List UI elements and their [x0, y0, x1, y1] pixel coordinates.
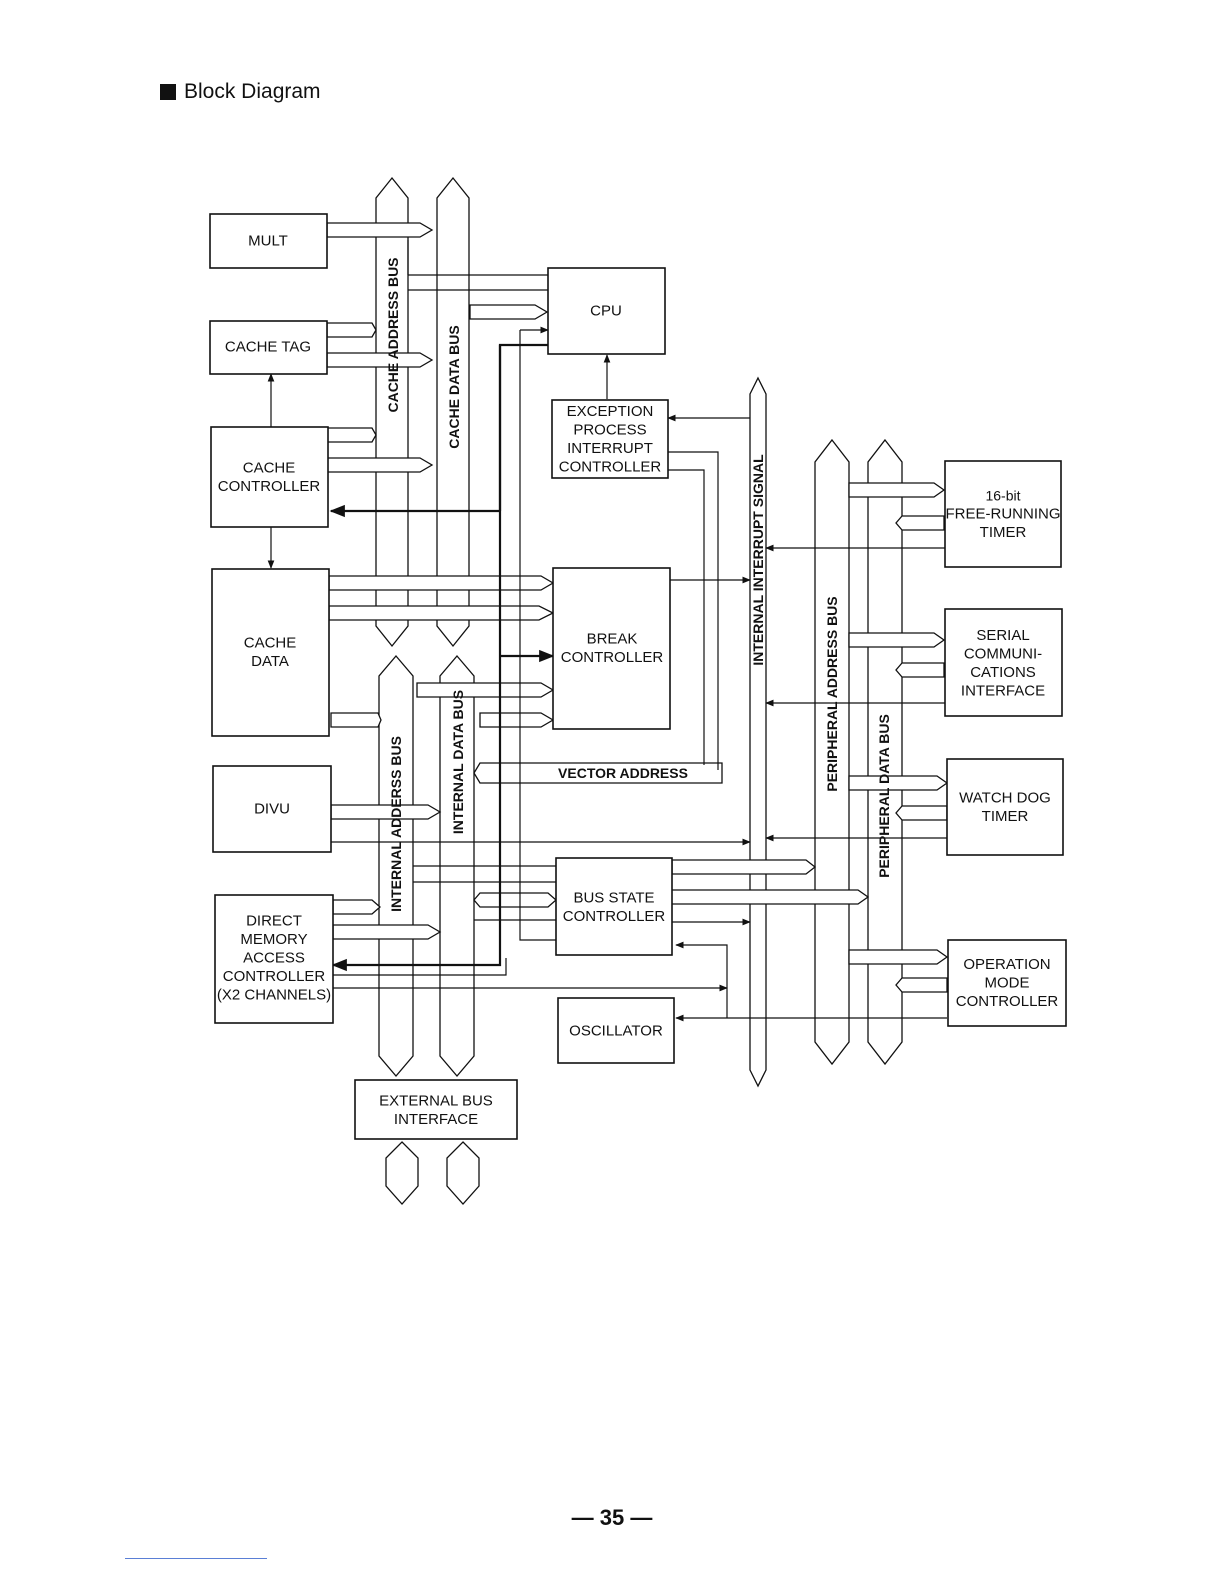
cache-controller-label-line: CONTROLLER — [218, 478, 321, 495]
opmode-label-line: MODE — [985, 975, 1030, 992]
signal-lines — [267, 240, 947, 1022]
break-ctrl-label-line: BREAK — [587, 630, 638, 647]
control-lines — [329, 326, 556, 972]
peripheral-address-bus — [814, 438, 850, 1066]
sci-label-line: INTERFACE — [961, 682, 1045, 699]
peripheral-data-bus — [867, 438, 903, 1066]
dmac-label-line: CONTROLLER — [223, 968, 326, 985]
oscillator-label-line: OSCILLATOR — [569, 1023, 663, 1040]
bus-state-controller-block: BUS STATE CONTROLLER — [555, 857, 673, 956]
internal-address-bus — [378, 654, 414, 1078]
page-number: — 35 — — [571, 1505, 653, 1530]
sci-label-line: COMMUNI- — [964, 645, 1042, 662]
cache-tag-label-line: CACHE TAG — [225, 339, 311, 356]
divu-block: DIVU — [212, 765, 332, 853]
vector-address-label: VECTOR ADDRESS — [558, 765, 688, 781]
cache-data-label-line: CACHE — [244, 634, 297, 651]
section-heading: Block Diagram — [160, 80, 321, 104]
wdt-label-line: TIMER — [982, 808, 1029, 825]
footer-rule — [125, 1558, 267, 1559]
internal-interrupt-signal-label: INTERNAL INTERRUPT SIGNAL — [750, 454, 766, 666]
bus-state-label-line: CONTROLLER — [563, 908, 666, 925]
frt-label-line: 16-bit — [985, 488, 1020, 504]
external-bus-label-line: EXTERNAL BUS — [379, 1092, 493, 1109]
external-address-port — [385, 1141, 419, 1205]
exception-label-line: EXCEPTION — [567, 403, 654, 420]
sci-label-line: CATIONS — [970, 664, 1036, 681]
black-square-icon — [160, 84, 176, 100]
cache-data-label-line: DATA — [251, 653, 289, 670]
watch-dog-timer-block: WATCH DOG TIMER — [946, 758, 1064, 856]
break-ctrl-label-line: CONTROLLER — [561, 649, 664, 666]
external-bus-label-line: INTERFACE — [394, 1111, 478, 1128]
sci-label-line: SERIAL — [976, 627, 1029, 644]
dmac-label-line: DIRECT — [246, 913, 302, 930]
internal-address-bus-label: INTERNAL ADDERSS BUS — [388, 736, 404, 912]
exception-label-line: CONTROLLER — [559, 458, 662, 475]
peripheral-address-bus-label: PERIPHERAL ADDRESS BUS — [824, 596, 840, 791]
cache-controller-block: CACHE CONTROLLER — [210, 426, 329, 528]
divu-label-line: DIVU — [254, 801, 290, 818]
section-title: Block Diagram — [184, 80, 321, 103]
internal-interrupt-signal-line — [749, 376, 767, 1088]
dmac-label-line: MEMORY — [240, 931, 307, 948]
peripheral-data-bus-label: PERIPHERAL DATA BUS — [876, 714, 892, 878]
frt-label-line: TIMER — [980, 524, 1027, 541]
dmac-label-line: (X2 CHANNELS) — [217, 987, 331, 1004]
cpu-block: CPU — [547, 267, 666, 355]
cache-tag-block: CACHE TAG — [209, 320, 328, 375]
cache-address-bus — [375, 176, 409, 648]
bus-state-label-line: BUS STATE — [573, 889, 654, 906]
dmac-label-line: ACCESS — [243, 950, 305, 967]
cache-data-bus — [436, 176, 470, 648]
cache-data-bus-label: CACHE DATA BUS — [446, 325, 462, 448]
opmode-label-line: CONTROLLER — [956, 993, 1059, 1010]
opmode-label-line: OPERATION — [963, 956, 1050, 973]
mult-label-line: MULT — [248, 233, 288, 250]
external-data-port — [446, 1141, 480, 1205]
cache-address-bus-label: CACHE ADDRESS BUS — [385, 257, 401, 412]
exception-label-line: INTERRUPT — [567, 440, 653, 457]
internal-data-bus-label: INTERNAL DATA BUS — [450, 690, 466, 834]
cpu-label-line: CPU — [590, 303, 622, 320]
exception-label-line: PROCESS — [573, 421, 646, 438]
wdt-label-line: WATCH DOG — [959, 789, 1051, 806]
break-controller-block: BREAK CONTROLLER — [552, 567, 671, 730]
external-bus-interface-block: EXTERNAL BUS INTERFACE — [354, 1079, 518, 1140]
frt-label-line: FREE-RUNNING — [946, 506, 1061, 523]
cache-controller-label-line: CACHE — [243, 459, 296, 476]
cache-data-block: CACHE DATA — [211, 568, 330, 737]
mult-block: MULT — [209, 213, 328, 269]
oscillator-block: OSCILLATOR — [557, 997, 675, 1064]
